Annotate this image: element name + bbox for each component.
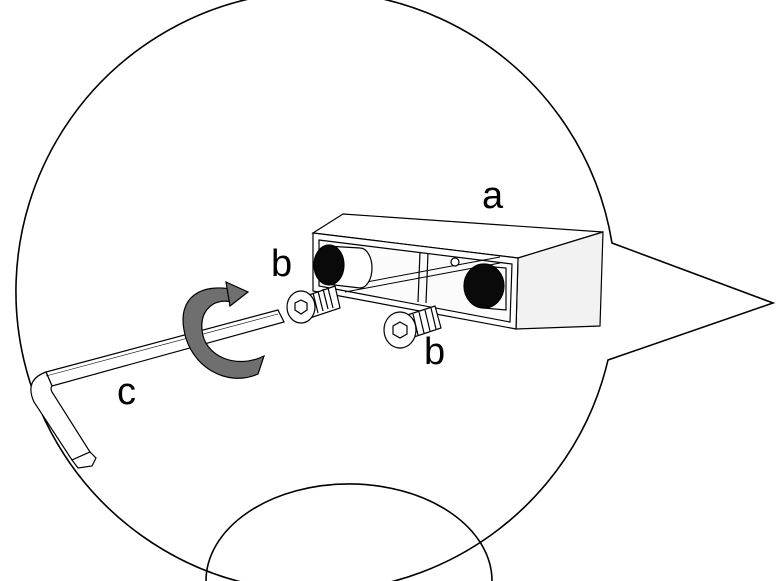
label-b-screw-left: b — [271, 243, 293, 285]
label-c-hex-key: c — [117, 371, 136, 413]
screw-right — [383, 305, 442, 349]
housing-block — [311, 213, 604, 330]
curved-rotation-arrow-icon — [182, 280, 266, 379]
lower-bubble-edge — [205, 483, 493, 581]
label-b-screw-right: b — [424, 331, 446, 373]
label-a-housing: a — [482, 175, 504, 217]
screw-left — [286, 285, 341, 324]
